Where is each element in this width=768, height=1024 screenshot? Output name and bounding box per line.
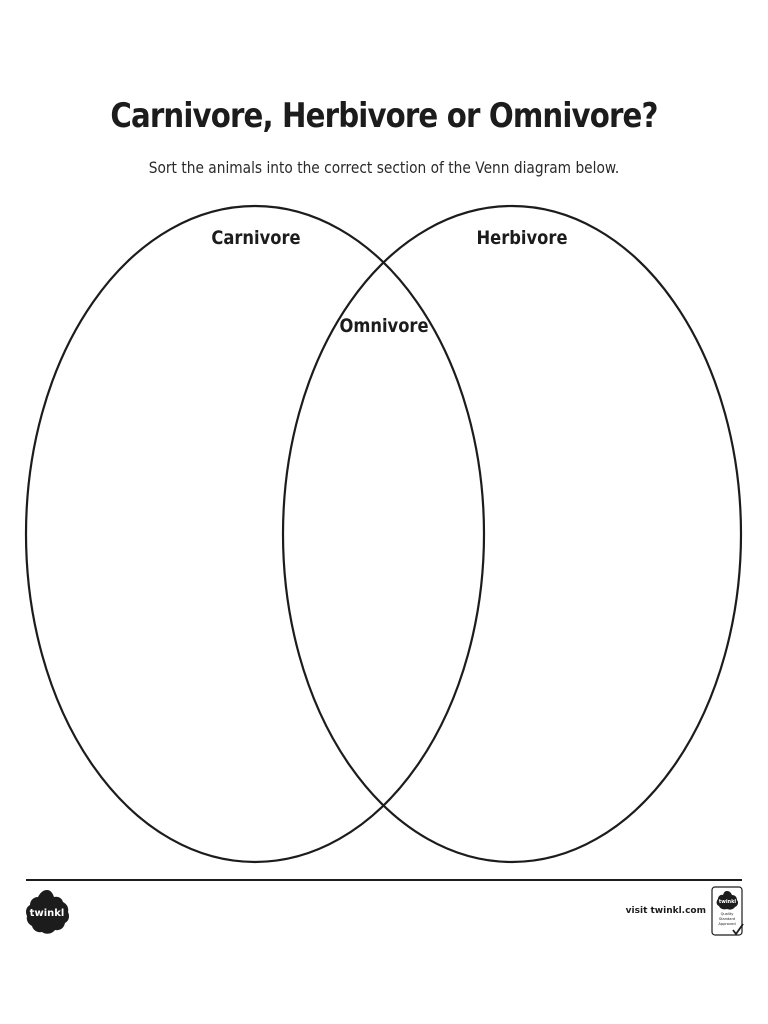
instructions-text: Sort the animals into the correct sectio… bbox=[148, 158, 620, 177]
logo-cloud-shape bbox=[26, 890, 69, 934]
visit-twinkl-link[interactable]: visit twinkl.com bbox=[625, 906, 706, 916]
badge-cloud-icon bbox=[716, 891, 739, 910]
twinkl-logo: twinkl bbox=[26, 890, 69, 934]
herbivore-circle bbox=[281, 204, 743, 864]
logo-wordmark: twinkl bbox=[30, 908, 65, 919]
quality-standard-badge: twinkl Quality Standard Approved bbox=[711, 886, 744, 936]
badge-text: Quality Standard Approved bbox=[718, 912, 736, 926]
page-title: Carnivore, Herbivore or Omnivore? bbox=[110, 96, 658, 136]
badge-brand: twinkl bbox=[719, 899, 737, 905]
carnivore-circle bbox=[24, 204, 486, 864]
checkmark-icon bbox=[732, 923, 744, 936]
omnivore-label: Omnivore bbox=[339, 316, 428, 337]
carnivore-label: Carnivore bbox=[211, 228, 300, 249]
footer-divider bbox=[26, 879, 742, 881]
herbivore-label: Herbivore bbox=[476, 228, 567, 249]
